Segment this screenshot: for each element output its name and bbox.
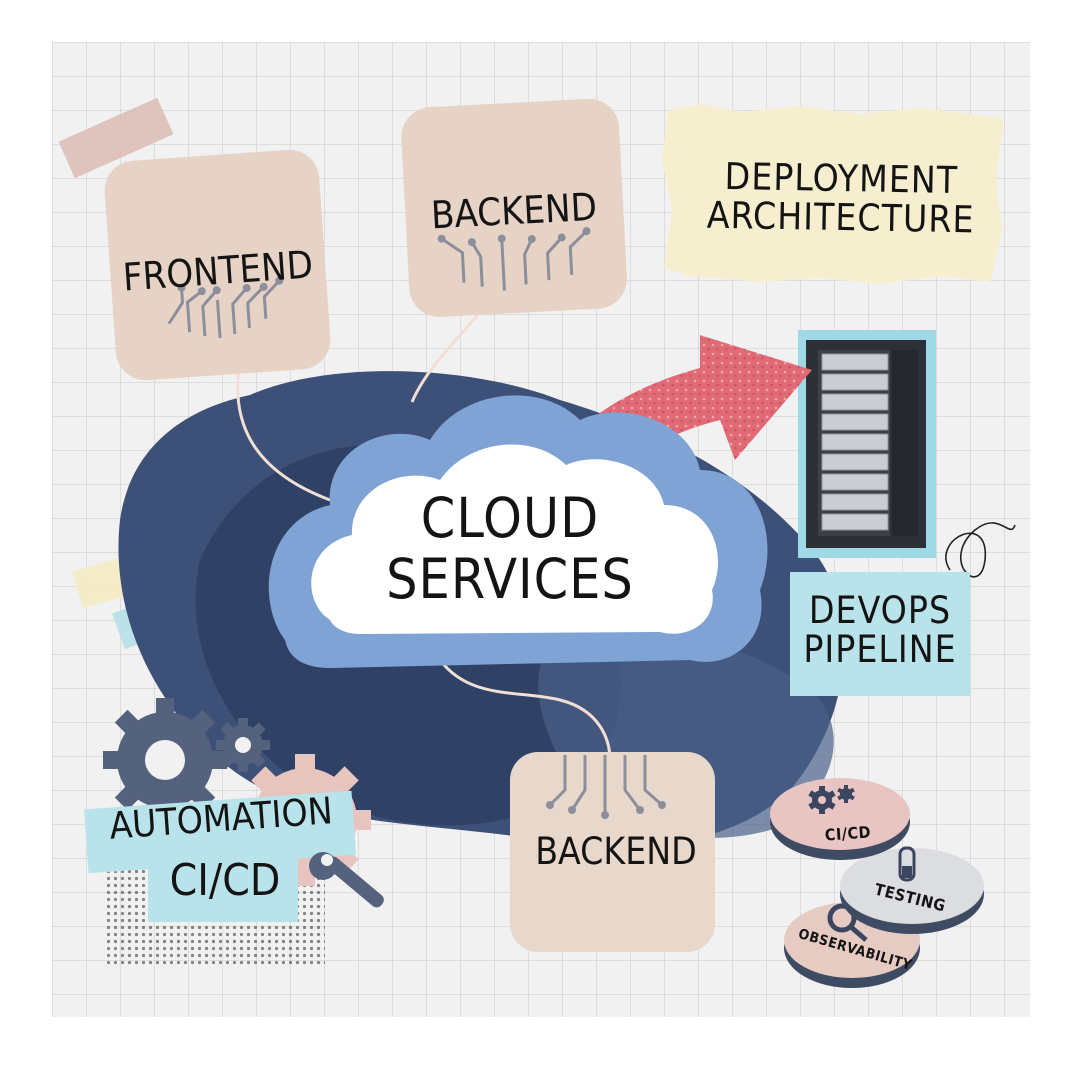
cloud-services-label: CLOUD SERVICES: [340, 488, 680, 609]
connector-string: [438, 659, 612, 761]
deployment-sticky-note: [662, 104, 1004, 284]
connector-string: [236, 359, 331, 502]
devops-pipeline-label: DEVOPS PIPELINE: [790, 589, 970, 671]
test-tube-icon: [898, 846, 916, 882]
magnifier-icon: [827, 903, 868, 942]
tape-strip: [58, 97, 174, 179]
coin-testing: [840, 848, 984, 934]
gear-icon: [808, 785, 855, 814]
coin-cicd: [770, 778, 910, 860]
architecture-label-line: ARCHITECTURE: [706, 193, 975, 242]
gear-icon: [103, 698, 227, 822]
scribble-mark: [945, 522, 1016, 578]
backend-label-bottom: BACKEND: [535, 830, 697, 873]
cloud-label-line: CLOUD: [420, 486, 600, 550]
devops-label-line: DEVOPS: [808, 589, 952, 632]
deployment-architecture-label: DEPLOYMENT ARCHITECTURE: [675, 155, 1006, 242]
wrench-icon: [309, 852, 384, 908]
devops-card: [790, 572, 970, 696]
cicd-label-strip: [148, 856, 298, 922]
gear-icon: [216, 718, 270, 772]
server-rack-icon: [798, 330, 936, 558]
cicd-label: CI/CD: [169, 855, 281, 906]
services-label-line: SERVICES: [386, 546, 634, 611]
pipeline-label-line: PIPELINE: [803, 627, 957, 671]
circuit-icon: [548, 755, 663, 815]
circuit-icon: [167, 279, 281, 339]
frontend-tile: [104, 149, 331, 381]
circuit-icon: [440, 230, 588, 291]
automation-label-strip: [84, 790, 356, 874]
cloud-shape: [268, 395, 768, 668]
